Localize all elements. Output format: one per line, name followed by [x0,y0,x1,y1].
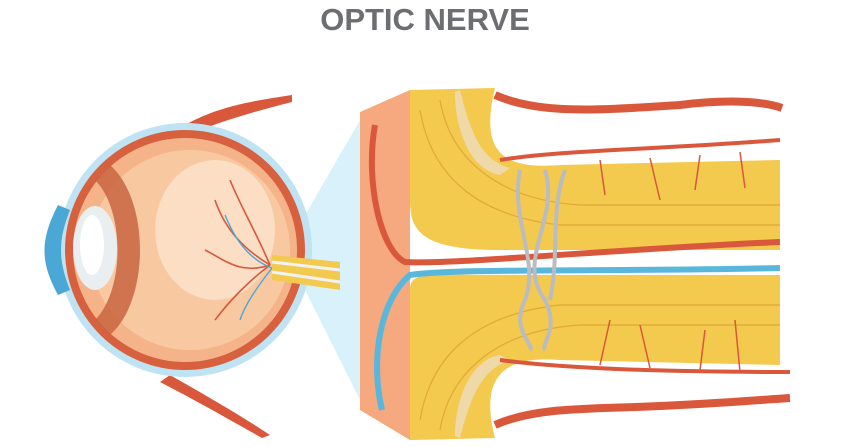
central-retinal-artery [368,124,781,266]
lower-artery [493,394,791,429]
lamina-cribrosa [515,169,567,352]
diagram-title: OPTIC NERVE [320,2,530,37]
upper-eye-muscle [185,95,292,132]
magnification-cone [285,120,360,400]
central-retinal-vein [374,265,781,411]
eyeball [44,123,312,377]
lower-eye-muscle [160,375,270,438]
upper-artery [493,91,784,114]
